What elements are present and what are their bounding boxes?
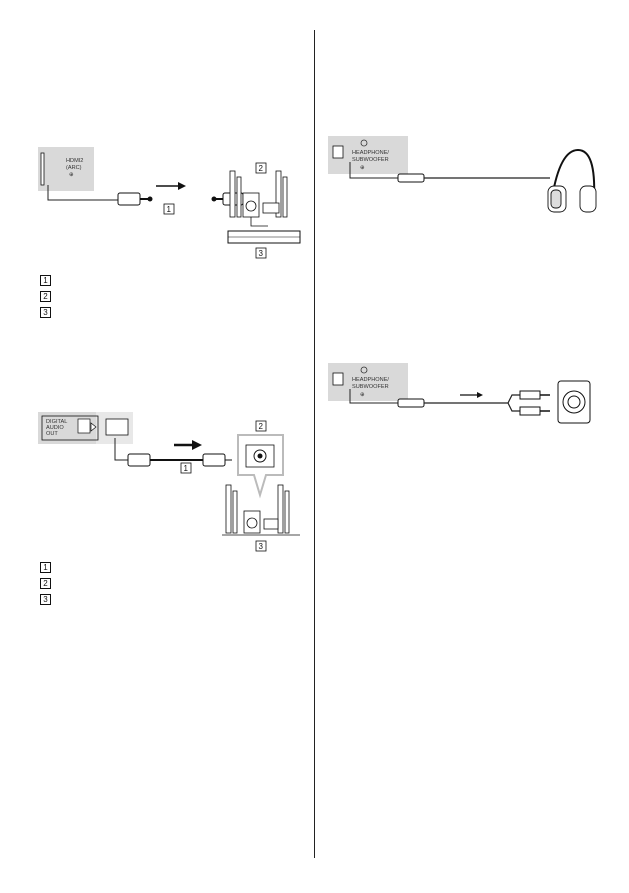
headphone-connection-diagram: HEADPHONE/ SUBWOOFER ⊕ [328, 136, 597, 213]
hdmi-cable [47, 185, 118, 201]
callout-3: 3 [259, 249, 264, 258]
optical-connection-diagram: DIGITAL AUDIO OUT 1 2 [38, 412, 300, 552]
headphone-port-label-2: SUBWOOFER [352, 157, 389, 163]
rca-plug-top [519, 390, 541, 400]
svg-text:⊕: ⊕ [360, 392, 365, 398]
callout-2: 2 [259, 164, 264, 173]
optical-cable [114, 438, 128, 461]
digital-port-label-1: DIGITAL [46, 419, 67, 425]
legend-item: 2 [40, 575, 51, 591]
column-divider [314, 30, 315, 858]
headphone-jack [397, 173, 425, 183]
legend-number: 1 [40, 274, 51, 286]
headphone-port-icon [360, 139, 368, 147]
legend-number: 2 [40, 577, 51, 589]
headphone-cable [349, 162, 398, 179]
home-theatre-speakers [225, 484, 290, 534]
legend-item: 3 [40, 304, 51, 320]
subwoofer-icon [557, 380, 591, 424]
headphone-port-icon [360, 366, 368, 374]
subwoofer-cable [349, 389, 398, 404]
hdmi-legend: 1 2 3 [40, 272, 51, 320]
optical-plug-right [202, 453, 226, 467]
tv-port-slot [40, 152, 45, 186]
tv-port-panel [38, 147, 94, 191]
subwoofer-connection-diagram: HEADPHONE/ SUBWOOFER ⊕ [328, 363, 591, 424]
legend-item: 2 [40, 288, 51, 304]
rca-plug-bottom [519, 406, 541, 416]
subwoofer-port-label-1: HEADPHONE/ [352, 377, 389, 383]
hdmi-port-label-2: (ARC) [66, 165, 82, 171]
tv-port-slot [332, 372, 344, 386]
optical-plug-left [127, 453, 151, 467]
optical-port-slot [41, 415, 99, 441]
legend-item: 1 [40, 272, 51, 288]
callout-2: 2 [259, 422, 264, 431]
home-theatre-speakers [229, 170, 288, 218]
legend-number: 2 [40, 290, 51, 302]
headphones-icon [547, 148, 597, 213]
legend-number: 1 [40, 561, 51, 573]
callout-3: 3 [259, 542, 264, 551]
callout-1: 1 [184, 464, 189, 473]
legend-number: 3 [40, 306, 51, 318]
optical-legend: 1 2 3 [40, 559, 51, 607]
subwoofer-jack [397, 398, 425, 408]
hdmi-plug-left [117, 192, 141, 206]
subwoofer-port-label-2: SUBWOOFER [352, 384, 389, 390]
callout-1: 1 [167, 205, 172, 214]
svg-text:⊕: ⊕ [360, 165, 365, 171]
digital-port-label-2: AUDIO [46, 425, 64, 431]
legend-number: 3 [40, 593, 51, 605]
legend-item: 3 [40, 591, 51, 607]
legend-item: 1 [40, 559, 51, 575]
headphone-port-label-1: HEADPHONE/ [352, 150, 389, 156]
hdmi-port-label-1: HDMI2 [66, 158, 83, 164]
hdmi-port-label-3: ⊕ [69, 172, 74, 178]
hdmi-connection-diagram: HDMI2 (ARC) ⊕ 1 2 [38, 147, 301, 259]
tv-port-slot [332, 145, 344, 159]
digital-port-label-3: OUT [46, 431, 58, 437]
